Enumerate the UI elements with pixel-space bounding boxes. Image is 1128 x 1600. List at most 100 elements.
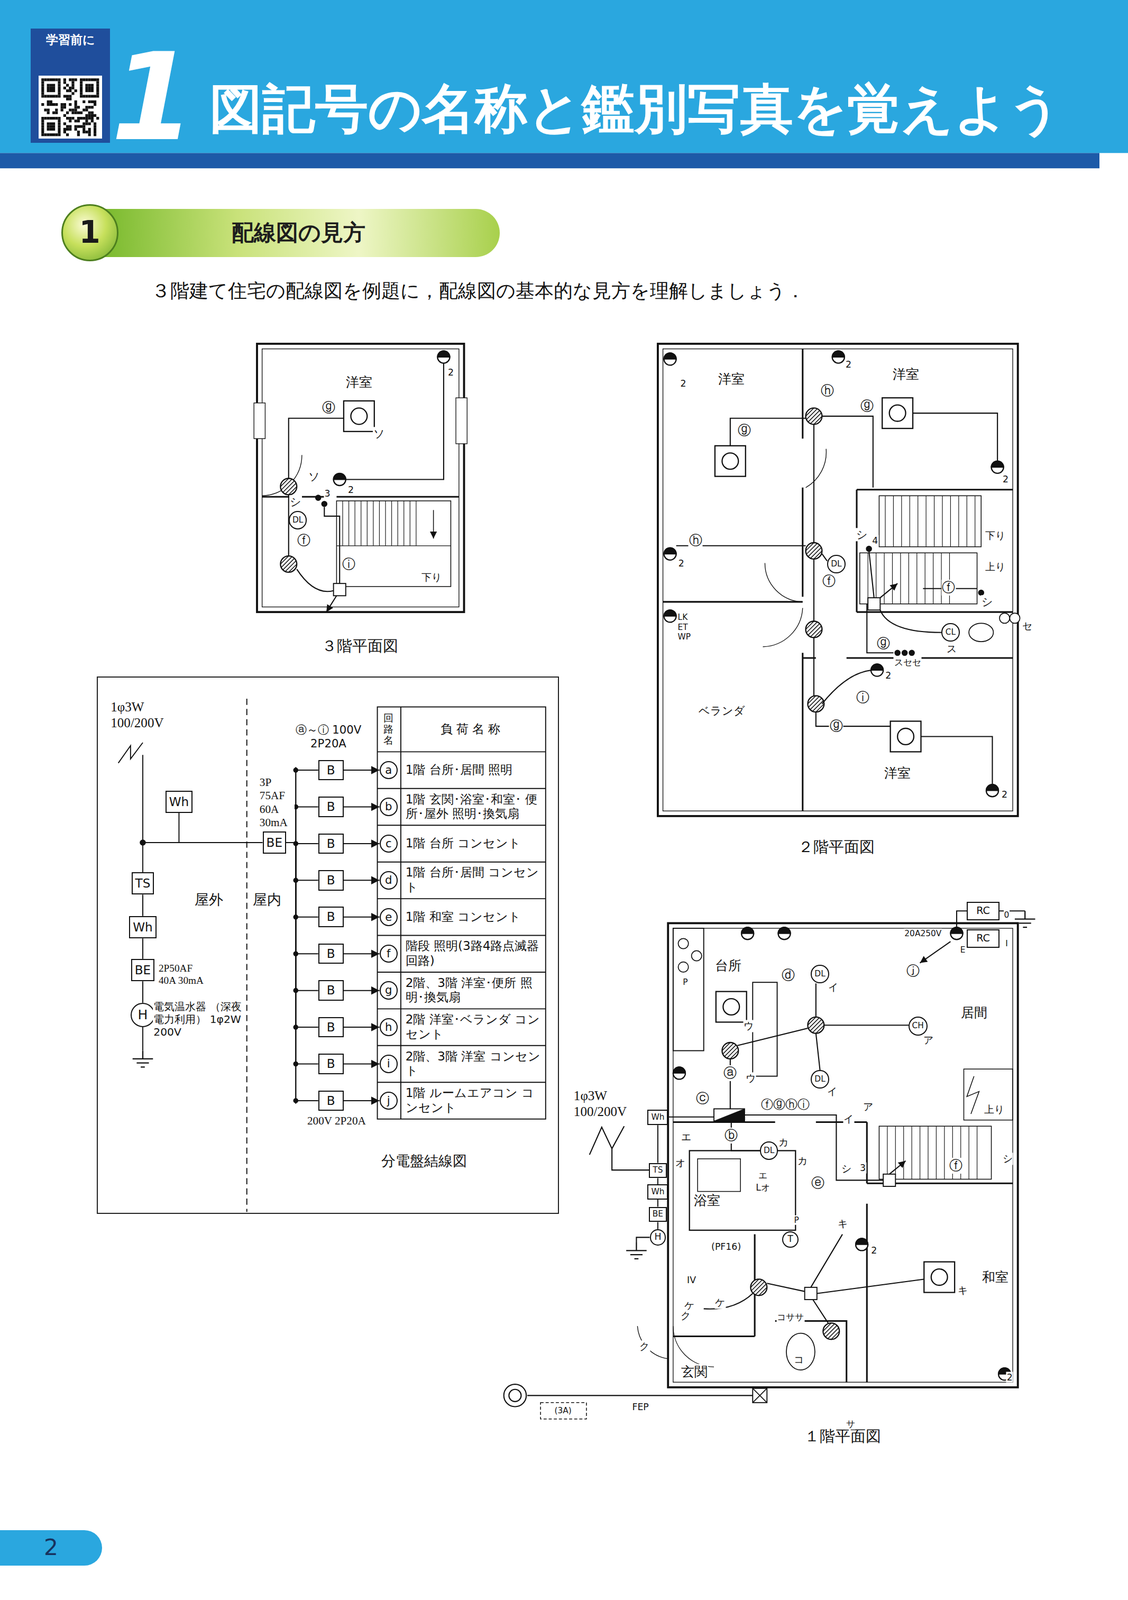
breaker-box: BE <box>648 1206 667 1223</box>
floor-plan-2f <box>866 546 872 552</box>
qr-cell <box>60 108 64 112</box>
floor-plan-3f <box>321 501 327 507</box>
floor-plan-1f <box>752 1388 767 1403</box>
table-cell: 階段 照明(3路4路点滅器回路) <box>405 938 545 969</box>
qr-cell <box>49 86 53 89</box>
node-text: RC <box>976 932 990 944</box>
node-text: B <box>326 873 336 888</box>
section-band: 配線図の見方 <box>96 208 500 258</box>
wire-connector <box>343 879 380 881</box>
floor-plan-2f <box>657 343 1021 816</box>
qr-cell <box>82 78 86 81</box>
node-text: DL <box>814 1074 825 1085</box>
node-text: c <box>385 837 392 850</box>
qr-cell <box>66 116 69 120</box>
plan-label: ウ <box>743 1020 755 1033</box>
wire-connector <box>657 1221 659 1230</box>
plan-label: ケ <box>714 1296 726 1309</box>
qr-cell <box>79 92 83 95</box>
qr-cell <box>68 116 72 120</box>
node-text: b <box>384 800 392 813</box>
floor-plan-1f <box>589 1125 650 1170</box>
floor-plan-3f <box>257 343 465 612</box>
wire-connector <box>343 989 380 992</box>
floor-plan-1f <box>855 1237 868 1251</box>
qr-cell <box>44 116 48 120</box>
breaker-box: B <box>318 1090 344 1112</box>
qr-cell <box>41 78 44 81</box>
qr-cell <box>71 78 75 81</box>
node-text: B <box>326 836 336 851</box>
node-text: g <box>384 983 392 997</box>
meter-box: Wh <box>647 1109 668 1125</box>
qr-cell <box>63 113 67 117</box>
plan-label: ⓘ <box>341 555 356 572</box>
qr-cell <box>88 130 91 134</box>
qr-cell <box>68 94 72 98</box>
qr-cell <box>63 80 67 84</box>
plan-label: P <box>682 977 689 988</box>
plan-label: ソ <box>307 469 321 483</box>
meter-box: Wh <box>647 1184 668 1200</box>
floor-plan-3f <box>433 509 435 539</box>
breaker-box: BE <box>262 831 287 854</box>
node-text: B <box>326 799 336 814</box>
floor-plan-2f <box>991 461 1004 474</box>
diagram-note: 1φ3W 100/200V <box>109 699 188 731</box>
floor-plan-1f <box>786 1333 815 1370</box>
qr-cell <box>49 133 53 136</box>
wire-connector <box>286 842 319 1064</box>
qr-cell <box>47 78 50 81</box>
qr-cell <box>82 124 86 128</box>
floor-plan-1f <box>626 1242 647 1259</box>
diagram-note: 屋外 <box>194 891 224 909</box>
floor-plan-1f <box>673 1121 1013 1382</box>
qr-cell <box>68 97 72 100</box>
plan-label: 3 <box>324 488 332 500</box>
qr-cell <box>58 92 61 95</box>
floor-plan-2f <box>978 590 984 596</box>
plan-label: ⓕⓖⓗⓘ <box>760 1097 811 1113</box>
qr-cell <box>52 78 55 81</box>
floor-plan-1f <box>920 941 951 964</box>
node-text: BE <box>652 1209 664 1219</box>
plan-label: 2 <box>447 367 455 379</box>
plan-label: ウ <box>745 1071 757 1085</box>
qr-cell <box>96 116 99 120</box>
floor-plan-3f <box>343 400 375 432</box>
floor-plan-2f <box>657 343 1019 816</box>
qr-cell <box>74 108 78 112</box>
breaker-box: B <box>318 943 344 965</box>
qr-cell <box>47 99 50 103</box>
node-text: 学習前に <box>46 28 96 48</box>
plan-label: エ <box>757 1169 768 1181</box>
floor-plan-2f <box>867 552 950 604</box>
floor-plan-2f <box>878 495 981 547</box>
floor-plan-1f <box>964 1068 1014 1120</box>
wire-connector <box>142 938 144 959</box>
plan-label: ⓕ <box>941 579 956 596</box>
qr-cell <box>93 133 97 136</box>
node-text: d <box>384 873 392 887</box>
floor-plan-1f <box>673 1066 686 1079</box>
qr-cell <box>71 86 75 89</box>
single-line-diagram <box>140 839 146 846</box>
heater-symbol: H <box>130 1002 155 1027</box>
floor-plan-2f <box>664 609 677 622</box>
floor-plan-1f <box>923 1261 955 1293</box>
floor-plan-1f <box>673 928 704 1051</box>
floor-plan-3f <box>262 349 460 608</box>
node-text: DL <box>763 1145 775 1156</box>
qr-cell <box>93 130 97 134</box>
wire-connector <box>286 842 319 1027</box>
floor-plan-1f <box>678 938 689 949</box>
qr-cell <box>93 124 97 128</box>
qr-cell <box>82 116 86 120</box>
table-cell: 2階 洋室･ベランダ コンセント <box>405 1012 545 1042</box>
single-line-diagram <box>142 754 144 873</box>
node-text: e <box>384 910 392 924</box>
plan-label: I <box>1004 938 1009 949</box>
wire-connector <box>286 842 319 954</box>
floor-plan-1f <box>819 1318 844 1344</box>
qr-cell <box>88 89 91 93</box>
